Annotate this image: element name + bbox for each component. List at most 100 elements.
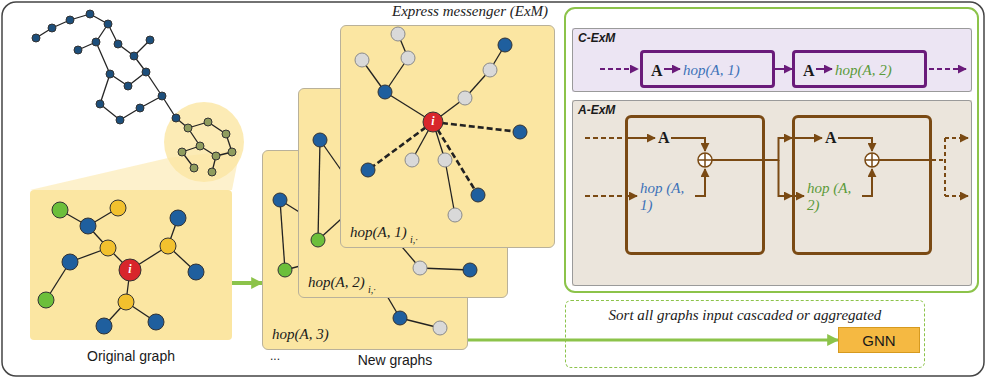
graph-edge	[280, 200, 285, 270]
graph-vertex	[48, 24, 56, 32]
hop-edge	[368, 122, 433, 170]
graph-edge	[318, 140, 320, 240]
graph-vertex	[463, 263, 477, 277]
graph-vertex	[118, 294, 134, 310]
graph-vertex	[100, 240, 116, 256]
module-panel: Ahop(A, 1)Ahop(A, 2)C-ExM	[572, 28, 972, 92]
node-label: hop(A, 3)	[271, 326, 330, 343]
wire	[712, 159, 763, 161]
aggregate-block: Ahop (A, 1)	[625, 115, 765, 255]
graph-vertex	[106, 70, 114, 78]
graph	[355, 27, 527, 222]
graph-vertex	[52, 202, 68, 218]
tree-graph	[38, 200, 204, 334]
sum-symbol	[698, 153, 712, 167]
vertex-label: i	[427, 114, 439, 129]
hop-edge	[433, 122, 478, 195]
graph-vertex	[92, 38, 100, 46]
graph-vertex	[278, 263, 292, 277]
graph-edge	[96, 42, 110, 74]
graph-vertex	[104, 20, 112, 28]
wire	[695, 169, 705, 196]
graph-vertex	[136, 104, 144, 112]
graph-vertex	[273, 193, 287, 207]
graph-vertex	[413, 261, 427, 275]
graph-edge	[445, 160, 455, 215]
node-label: Original graph	[30, 348, 232, 364]
graph-vertex	[438, 153, 452, 167]
graph-card: hop(A, 1)i,·	[340, 25, 555, 248]
wire	[671, 138, 705, 151]
wire	[585, 195, 623, 197]
graph-vertex	[80, 218, 96, 234]
connector-line	[775, 68, 792, 70]
wire	[944, 138, 946, 196]
graph-vertex	[32, 34, 40, 42]
graph-vertex	[96, 318, 112, 334]
connector	[232, 283, 262, 284]
connector-line	[765, 138, 792, 160]
wire	[945, 137, 968, 139]
module-panel: Ahop (A, 1)Ahop (A, 2)A-ExM	[572, 100, 972, 286]
wire	[838, 138, 872, 151]
graph-vertex	[124, 82, 132, 90]
graph-vertex	[188, 264, 204, 280]
graph-vertex	[391, 27, 405, 41]
card-graph	[340, 25, 555, 248]
node-label: GNN	[839, 332, 919, 349]
graph-edge	[100, 74, 110, 104]
graph-edge	[420, 268, 470, 270]
node-label: A-ExM	[578, 103, 615, 117]
graph-vertex	[405, 153, 419, 167]
graph-vertex	[172, 114, 180, 122]
model-box: GNN	[838, 327, 920, 353]
graph-vertex	[483, 63, 497, 77]
aggregate-block: Ahop (A, 2)	[792, 115, 932, 255]
graph-vertex	[148, 314, 164, 330]
graph-vertex	[458, 91, 472, 105]
graph-panel: Original graph	[30, 190, 232, 364]
graph-vertex	[433, 321, 447, 335]
wire	[625, 137, 655, 139]
graph-vertex	[38, 292, 54, 308]
graph-vertex	[62, 254, 78, 270]
graph-vertex	[355, 53, 369, 67]
graph-vertex	[423, 112, 443, 132]
graph-vertex	[66, 16, 74, 24]
connector	[765, 138, 792, 196]
subscript: i,·	[409, 234, 419, 245]
node-label: hop(A, 2)	[835, 62, 892, 79]
network-graph	[32, 10, 236, 176]
connector	[468, 340, 838, 341]
panel-ground	[572, 100, 972, 286]
node-label: hop (A, 1)	[640, 180, 692, 214]
graph-vertex	[313, 133, 327, 147]
group-box	[565, 8, 978, 292]
graph-vertex	[178, 148, 186, 156]
graph-vertex	[114, 40, 122, 48]
graph-vertex	[196, 142, 204, 150]
node-label: hop(A, 1)	[683, 62, 740, 79]
graph-vertex	[190, 164, 198, 172]
wire	[929, 68, 966, 70]
node-label: hop(A, 1)	[349, 224, 408, 241]
graph-vertex	[160, 238, 176, 254]
wire	[585, 137, 623, 139]
graph-panel	[30, 190, 232, 340]
wire	[792, 137, 822, 139]
node-label: Sort all graphs input cascaded or aggreg…	[566, 307, 924, 324]
graph-vertex	[212, 152, 220, 160]
vertex-label: i	[124, 262, 136, 277]
connector-line	[779, 160, 793, 196]
node-label: A	[803, 62, 815, 80]
graph-vertex	[228, 148, 236, 156]
panel-ground	[572, 28, 972, 92]
node-label: A	[825, 129, 837, 147]
sum-symbol	[865, 153, 879, 167]
graph-vertex	[116, 116, 124, 124]
graph-vertex	[513, 125, 527, 139]
graph-vertex	[311, 233, 325, 247]
connector-line	[232, 281, 262, 285]
